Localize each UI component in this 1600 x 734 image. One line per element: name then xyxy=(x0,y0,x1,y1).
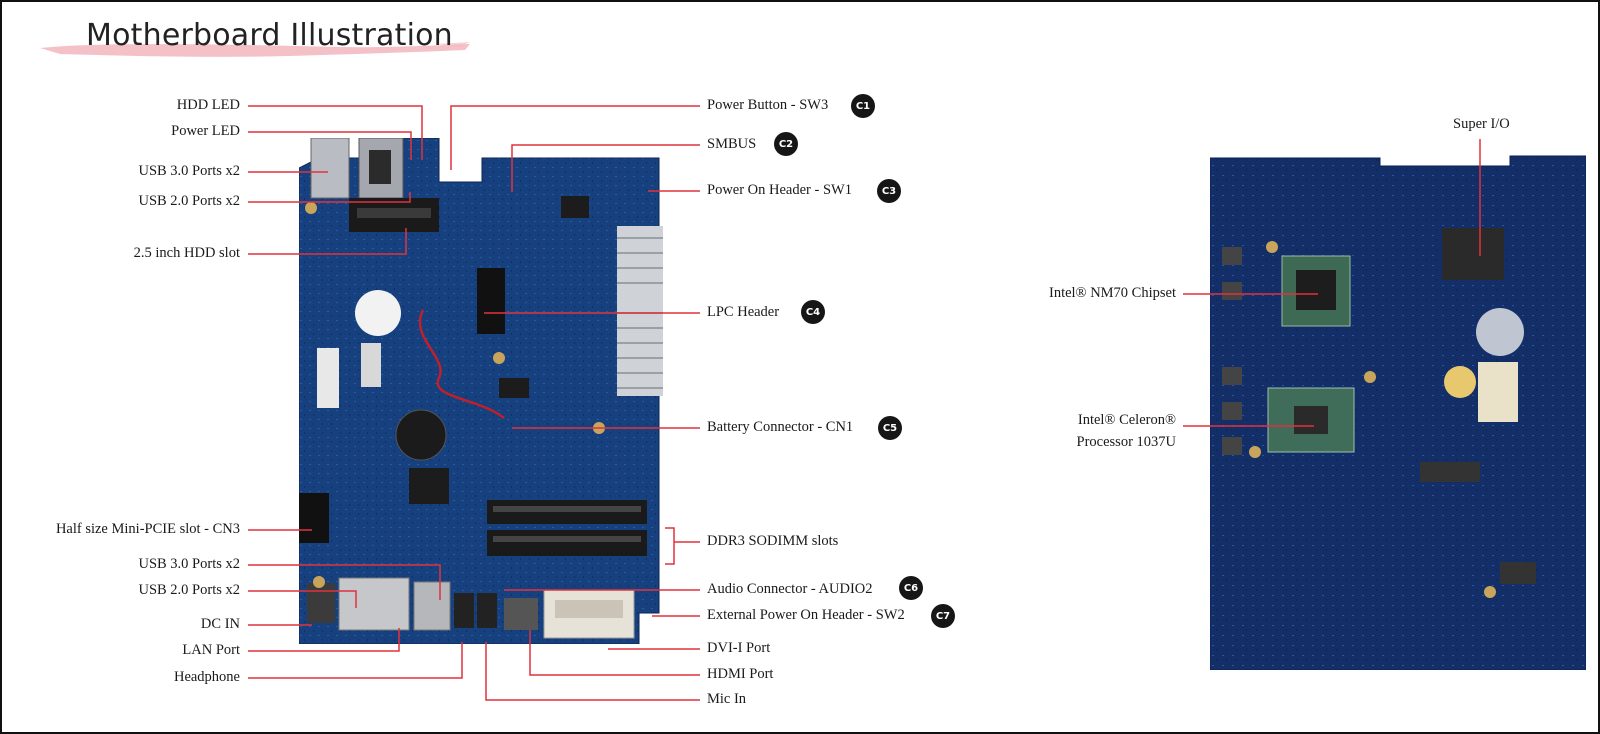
motherboard-back-photo xyxy=(1210,155,1586,670)
label-power-on-header: Power On Header - SW1 xyxy=(707,182,852,198)
label-headphone: Headphone xyxy=(173,669,240,685)
label-usb20-ports-bottom: USB 2.0 Ports x2 xyxy=(138,582,240,598)
label-hdd-slot: 2.5 inch HDD slot xyxy=(133,245,240,261)
title-brush-stroke xyxy=(40,42,470,57)
badge-c6: C6 xyxy=(899,576,923,600)
label-mini-pcie-slot: Half size Mini-PCIE slot - CN3 xyxy=(55,521,240,537)
badge-c1: C1 xyxy=(851,94,875,118)
label-mic-in: Mic In xyxy=(707,691,747,707)
label-hdmi-port: HDMI Port xyxy=(707,666,774,682)
label-external-power-header: External Power On Header - SW2 xyxy=(707,607,905,623)
label-usb30-ports-top: USB 3.0 Ports x2 xyxy=(138,163,240,179)
page-title: Motherboard Illustration xyxy=(86,18,453,53)
label-hdd-led: HDD LED xyxy=(176,97,240,113)
label-lan-port: LAN Port xyxy=(182,642,240,658)
label-dc-in: DC IN xyxy=(200,616,240,632)
label-nm70-chipset: Intel® NM70 Chipset xyxy=(1048,285,1176,301)
label-battery-connector: Battery Connector - CN1 xyxy=(707,419,854,435)
label-super-io: Super I/O xyxy=(1453,116,1510,132)
label-audio-connector: Audio Connector - AUDIO2 xyxy=(707,581,873,597)
label-power-button: Power Button - SW3 xyxy=(707,97,829,113)
label-dvi-port: DVI-I Port xyxy=(707,640,771,656)
label-processor-line1: Intel® Celeron® xyxy=(1077,412,1176,428)
label-smbus: SMBUS xyxy=(707,136,757,152)
badge-c4: C4 xyxy=(801,300,825,324)
label-usb20-ports-top: USB 2.0 Ports x2 xyxy=(138,193,240,209)
badge-c7: C7 xyxy=(931,604,955,628)
label-usb30-ports-bottom: USB 3.0 Ports x2 xyxy=(138,556,240,572)
label-lpc-header: LPC Header xyxy=(707,304,780,320)
badge-c2: C2 xyxy=(774,132,798,156)
motherboard-front-photo xyxy=(299,138,663,644)
badge-c3: C3 xyxy=(877,179,901,203)
badge-c5: C5 xyxy=(878,416,902,440)
label-processor-line2: Processor 1037U xyxy=(1076,434,1176,450)
label-ddr3-sodimm-slots: DDR3 SODIMM slots xyxy=(707,533,839,549)
label-power-led: Power LED xyxy=(171,123,240,139)
